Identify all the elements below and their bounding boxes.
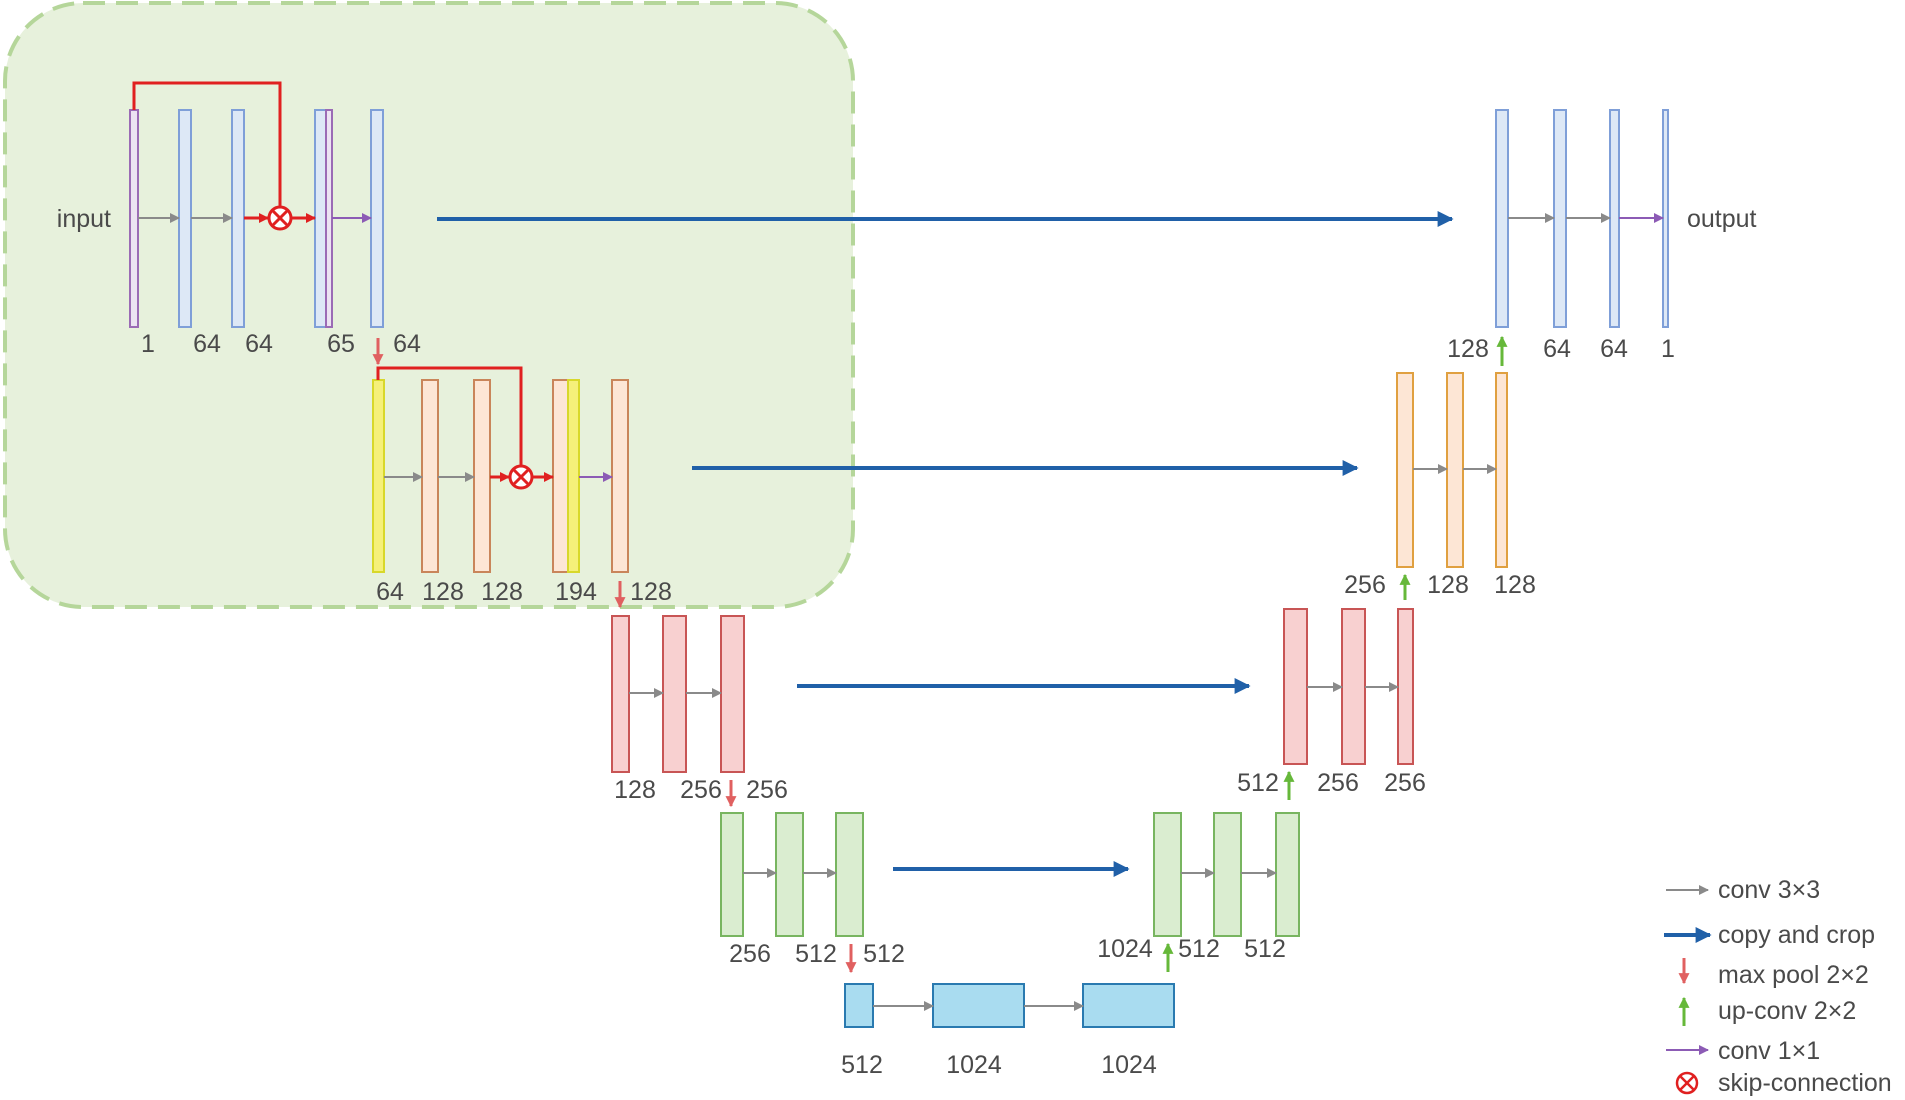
channel-label: 128 (1494, 571, 1536, 599)
encoder-level-2: 64 128 128 194 128 (372, 366, 672, 609)
feature-map (372, 379, 385, 573)
channel-label: 128 (630, 578, 672, 606)
channel-label: 512 (841, 1051, 883, 1079)
channel-label: 256 (1384, 769, 1426, 797)
encoder-level-3: 128 256 256 (611, 615, 788, 808)
feature-map (1396, 372, 1414, 568)
feature-map (567, 379, 580, 573)
feature-map (932, 983, 1025, 1028)
channel-label: 256 (680, 776, 722, 804)
channel-label: 512 (1178, 935, 1220, 963)
legend-conv1-label: conv 1×1 (1718, 1037, 1820, 1065)
feature-map (1553, 109, 1567, 328)
legend-maxpool-label: max pool 2×2 (1718, 961, 1869, 989)
input-label: input (57, 205, 111, 233)
feature-map (1341, 608, 1366, 765)
feature-map (1213, 812, 1242, 937)
channel-label: 1024 (1097, 935, 1153, 963)
encoder-level-4: 256 512 512 (720, 812, 905, 974)
channel-label: 256 (1317, 769, 1359, 797)
channel-label: 512 (1237, 769, 1279, 797)
channel-label: 64 (193, 330, 221, 358)
feature-map (1275, 812, 1300, 937)
legend: conv 3×3 copy and crop max pool 2×2 up-c… (1664, 876, 1892, 1097)
feature-map (421, 379, 439, 573)
feature-map (775, 812, 804, 937)
feature-map (178, 109, 192, 328)
legend-skip-icon (1675, 1071, 1699, 1095)
feature-map (552, 379, 570, 573)
channel-label: 64 (1543, 335, 1571, 363)
channel-label: 1024 (946, 1051, 1002, 1079)
feature-map (720, 615, 745, 773)
feature-map (1082, 983, 1175, 1028)
feature-map (325, 109, 333, 328)
channel-label: 65 (327, 330, 355, 358)
feature-map (835, 812, 864, 937)
channel-label: 128 (422, 578, 464, 606)
highlight-region (3, 1, 855, 609)
decoder-level-1: output 128 64 64 1 (1447, 109, 1757, 363)
channel-label: 128 (1447, 335, 1489, 363)
decoder-level-4: 1024 512 512 (1097, 770, 1300, 963)
channel-label: 128 (481, 578, 523, 606)
channel-label: 64 (376, 578, 404, 606)
channel-label: 64 (245, 330, 273, 358)
feature-map (231, 109, 245, 328)
feature-map (720, 812, 744, 937)
feature-map (662, 615, 687, 773)
feature-map (370, 109, 384, 328)
copy-and-crop-arrows (437, 211, 1454, 877)
bottleneck: 512 1024 1024 (841, 942, 1175, 1079)
feature-map (129, 109, 139, 328)
skip-connection-symbol (267, 205, 293, 231)
feature-map (611, 615, 630, 773)
feature-map (1495, 109, 1509, 328)
channel-label: 512 (863, 940, 905, 968)
channel-label: 128 (1427, 571, 1469, 599)
decoder-level-3: 512 256 256 (1237, 573, 1426, 797)
channel-label: 128 (614, 776, 656, 804)
channel-label: 64 (1600, 335, 1628, 363)
channel-label: 256 (1344, 571, 1386, 599)
feature-map (1609, 109, 1620, 328)
feature-map (1495, 372, 1508, 568)
channel-label: 512 (795, 940, 837, 968)
channel-label: 1 (141, 330, 155, 358)
channel-label: 1024 (1101, 1051, 1157, 1079)
channel-label: 64 (393, 330, 421, 358)
channel-label: 1 (1661, 335, 1675, 363)
feature-map (1397, 608, 1414, 765)
skip-connection-symbol (508, 464, 534, 490)
legend-skip-label: skip-connection (1718, 1069, 1892, 1097)
feature-map (1662, 109, 1669, 328)
feature-map (1446, 372, 1464, 568)
feature-map (611, 379, 629, 573)
feature-map (1153, 812, 1182, 937)
channel-label: 194 (555, 578, 597, 606)
channel-label: 512 (1244, 935, 1286, 963)
feature-map (1283, 608, 1308, 765)
legend-conv3-label: conv 3×3 (1718, 876, 1820, 904)
decoder-level-2: 256 128 128 (1344, 335, 1536, 599)
feature-map (844, 983, 874, 1028)
output-label: output (1687, 205, 1757, 233)
skip-line (132, 81, 282, 206)
channel-label: 256 (729, 940, 771, 968)
skip-line (376, 366, 523, 465)
encoder-level-1: input 1 64 64 65 64 (57, 81, 421, 366)
legend-copy-label: copy and crop (1718, 921, 1875, 949)
legend-upconv-label: up-conv 2×2 (1718, 997, 1856, 1025)
feature-map (473, 379, 491, 573)
channel-label: 256 (746, 776, 788, 804)
